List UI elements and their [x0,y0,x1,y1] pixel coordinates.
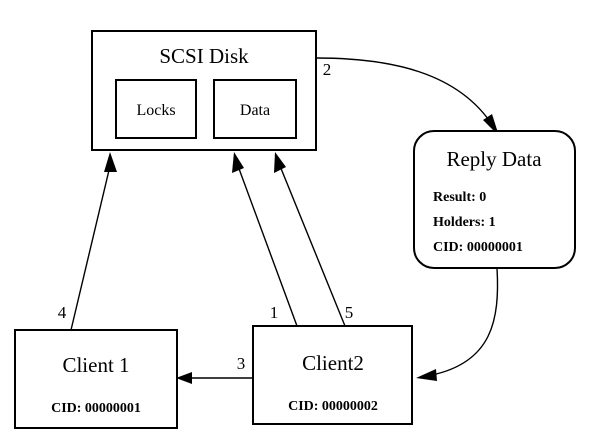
node-locks[interactable]: Locks [115,79,197,139]
edge-1-arrowhead [232,152,244,173]
data-label: Data [240,102,270,119]
node-scsi-disk[interactable]: SCSI Disk Locks Data [91,30,317,151]
edge-6-arrowhead [416,369,437,381]
edge-5-arrowhead [274,152,286,173]
node-reply-data[interactable]: Reply Data Result: 0 Holders: 1 CID: 000… [413,130,576,269]
edge-3-label: 3 [237,354,246,373]
edge-5-line [279,165,346,327]
client1-cid: CID: 00000001 [51,401,141,416]
reply-data-cid: CID: 00000001 [433,240,523,255]
edge-1-line [237,165,298,327]
client1-title: Client 1 [62,353,129,377]
reply-data-box[interactable] [413,130,576,269]
edge-2-path [315,57,494,127]
client1-box[interactable] [14,329,178,429]
edge-5-label: 5 [345,303,354,322]
edge-3-arrowhead [176,372,192,384]
edge-2: 2 [315,57,499,136]
edge-1: 1 [232,152,298,327]
data-box[interactable] [213,79,297,139]
reply-data-result: Result: 0 [433,190,486,205]
edge-2-label: 2 [323,60,332,79]
client2-box[interactable] [252,325,413,425]
edge-4-line [70,165,111,331]
client2-cid: CID: 00000002 [288,399,378,414]
edge-4-arrowhead [104,152,117,172]
node-client2[interactable]: Client2 CID: 00000002 [252,325,413,425]
client2-title: Client2 [302,351,364,375]
edge-1-label: 1 [270,303,279,322]
edge-4-label: 4 [58,303,67,322]
edge-6 [416,267,499,381]
locks-box[interactable] [115,79,197,139]
locks-label: Locks [136,102,175,119]
node-data[interactable]: Data [213,79,297,139]
reply-data-title: Reply Data [446,147,542,171]
scsi-disk-title: SCSI Disk [159,44,249,68]
edge-6-path [431,267,499,376]
edge-3: 3 [176,354,253,384]
reply-data-holders: Holders: 1 [433,215,496,230]
edge-5: 5 [274,152,354,327]
node-client1[interactable]: Client 1 CID: 00000001 [14,329,178,429]
edge-4: 4 [58,152,117,331]
